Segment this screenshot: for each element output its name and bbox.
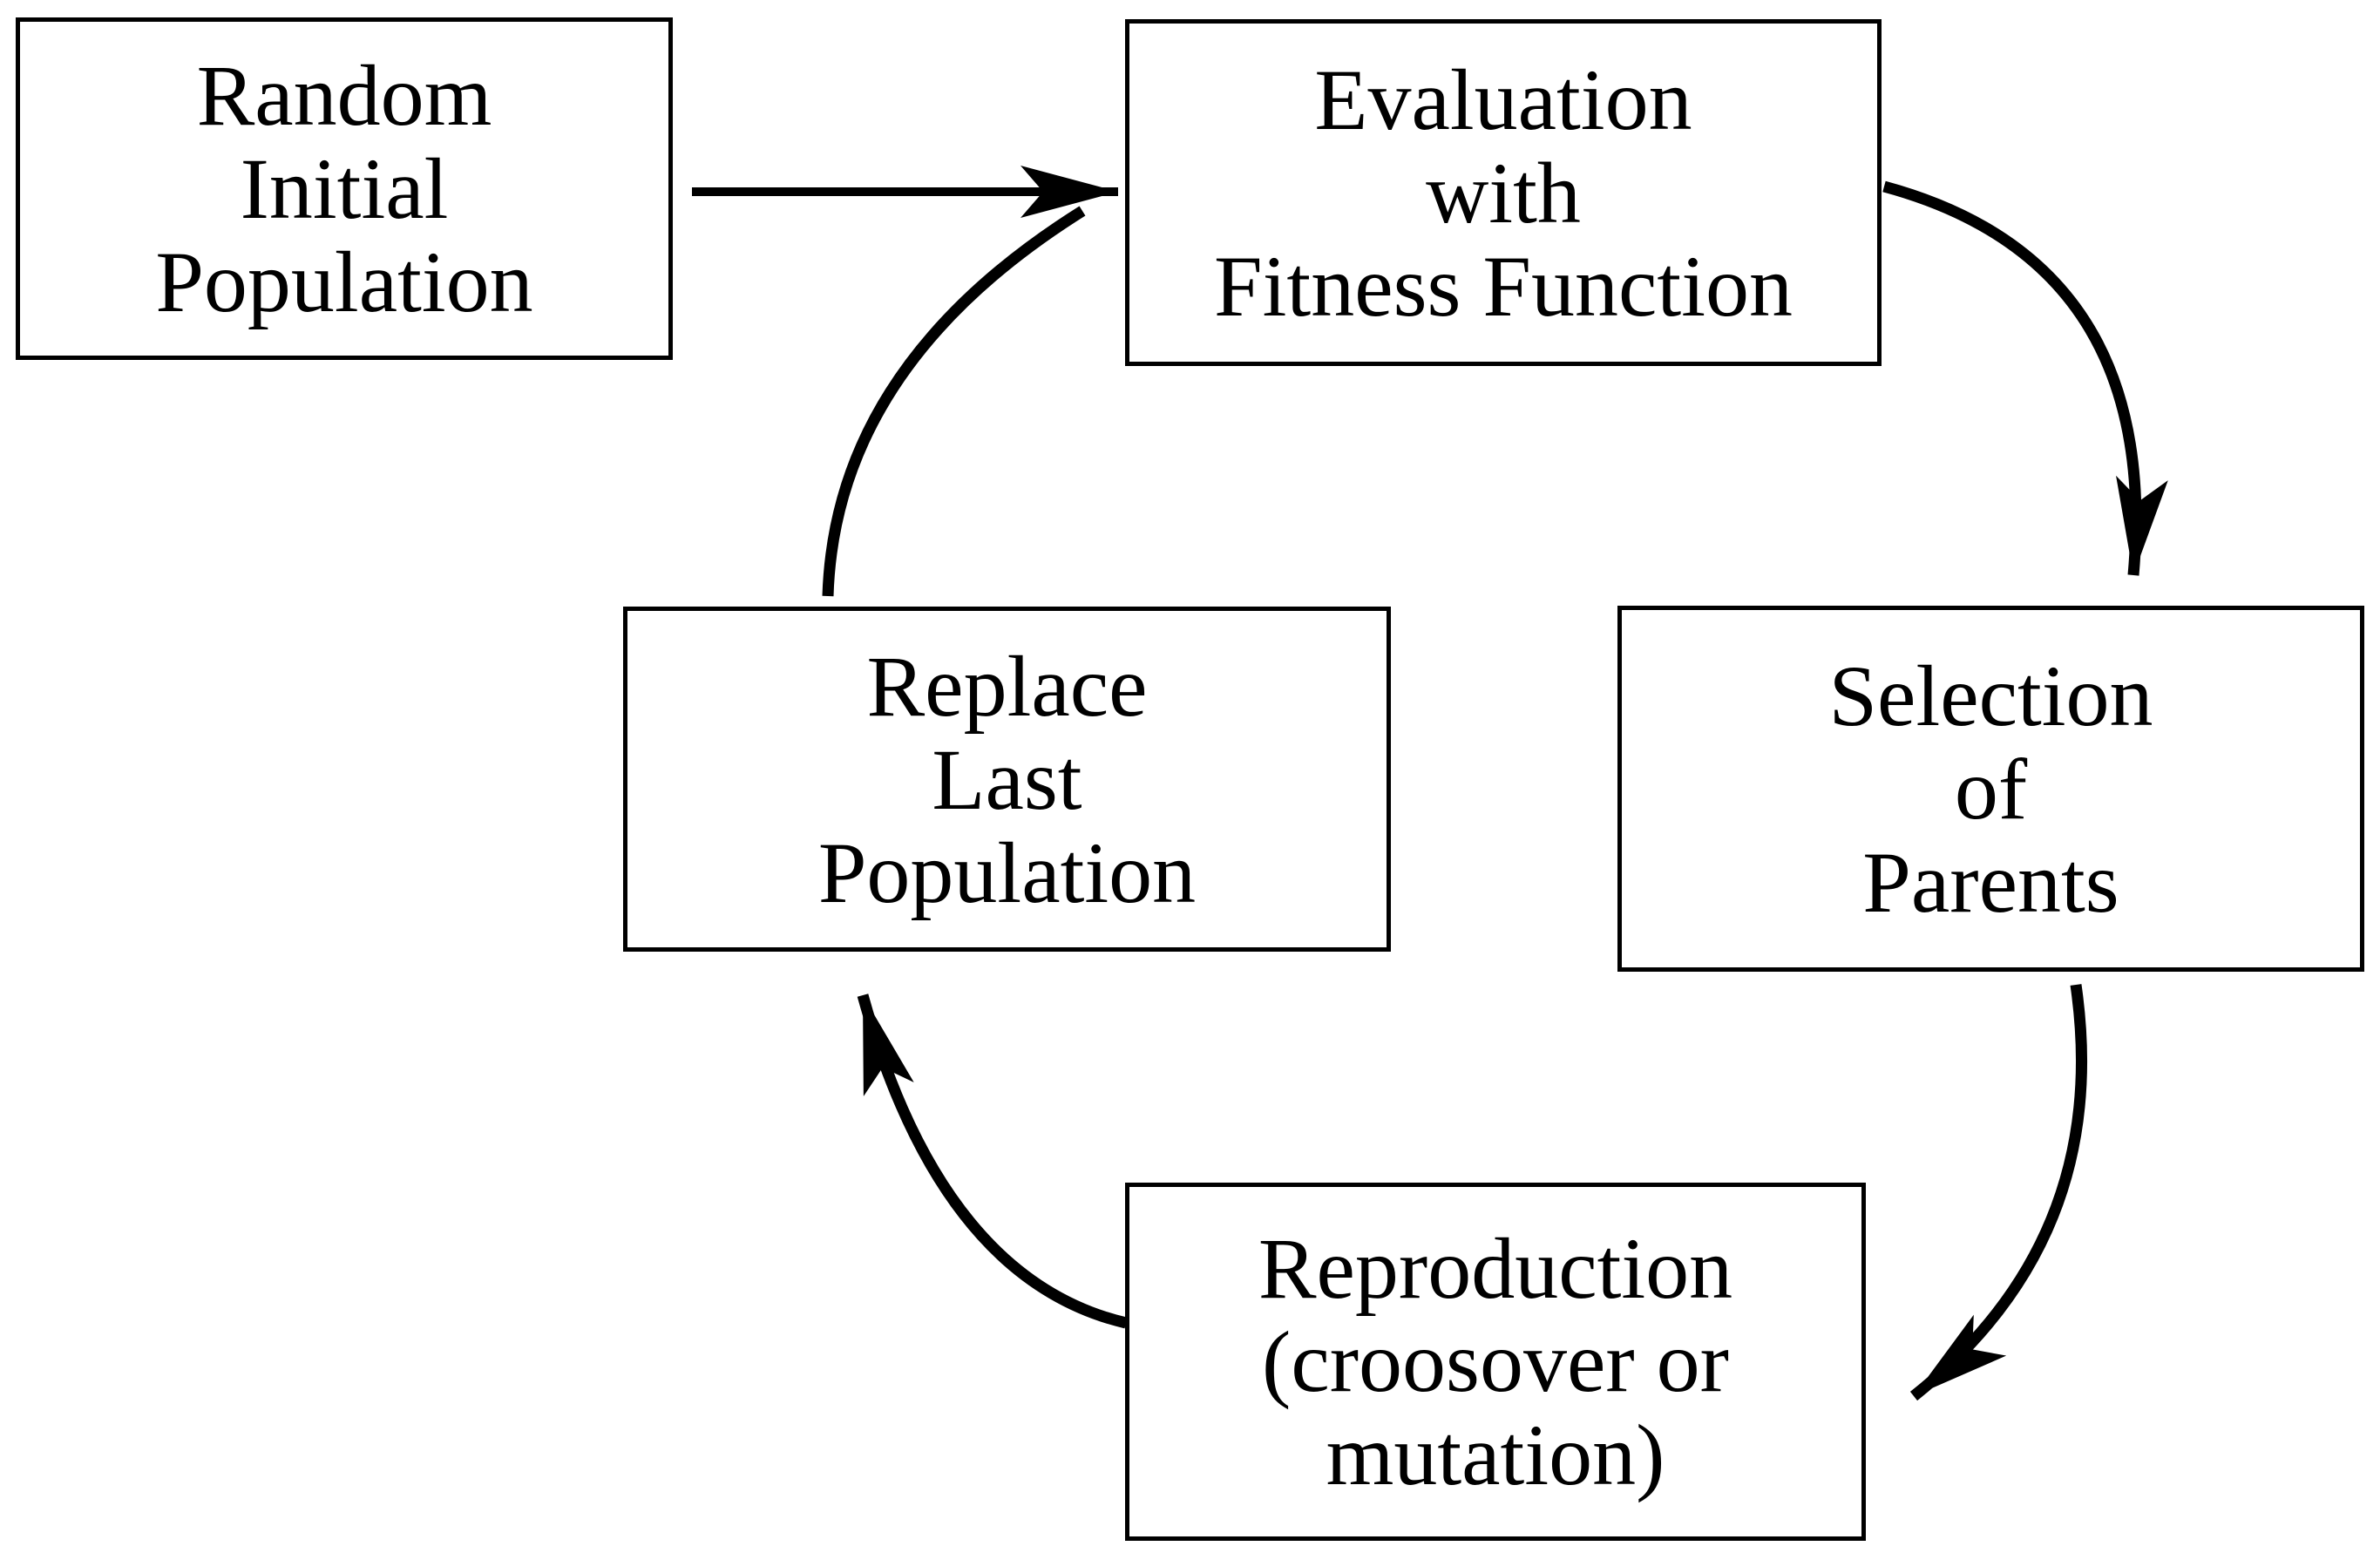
box-text-line: mutation) (1326, 1407, 1665, 1503)
box-text-line: Parents (1862, 833, 2119, 931)
box-text-line: Random (196, 47, 492, 144)
flow-box-selection-of-parents: Selection of Parents (1617, 606, 2364, 972)
arrow-evaluation-to-selection (1882, 180, 2168, 576)
box-text-line: Reproduction (1258, 1220, 1733, 1317)
arrow-selection-to-reproduction (1909, 984, 2087, 1401)
arrow-replace-to-evaluation (822, 206, 1086, 597)
flow-box-random-initial-population: Random Initial Population (16, 17, 673, 360)
flow-box-replace-last-population: Replace Last Population (623, 607, 1391, 952)
box-text-line: Initial (240, 140, 449, 237)
box-text-line: Population (817, 824, 1197, 921)
box-text-line: with (1426, 144, 1581, 241)
box-text-line: Population (155, 234, 533, 330)
flow-box-evaluation-with-fitness-function: Evaluation with Fitness Function (1125, 19, 1882, 366)
box-text-line: (croosover or (1262, 1313, 1729, 1410)
box-text-line: Evaluation (1314, 51, 1692, 148)
arrow-reproduction-to-replace (857, 994, 1128, 1329)
box-text-line: of (1954, 740, 2028, 838)
box-text-line: Replace (866, 637, 1148, 735)
box-text-line: Fitness Function (1214, 237, 1793, 335)
box-text-line: Last (932, 730, 1082, 828)
box-text-line: Selection (1828, 647, 2153, 744)
flow-box-reproduction-crossover-or-mutation: Reproduction (croosover or mutation) (1125, 1183, 1866, 1541)
